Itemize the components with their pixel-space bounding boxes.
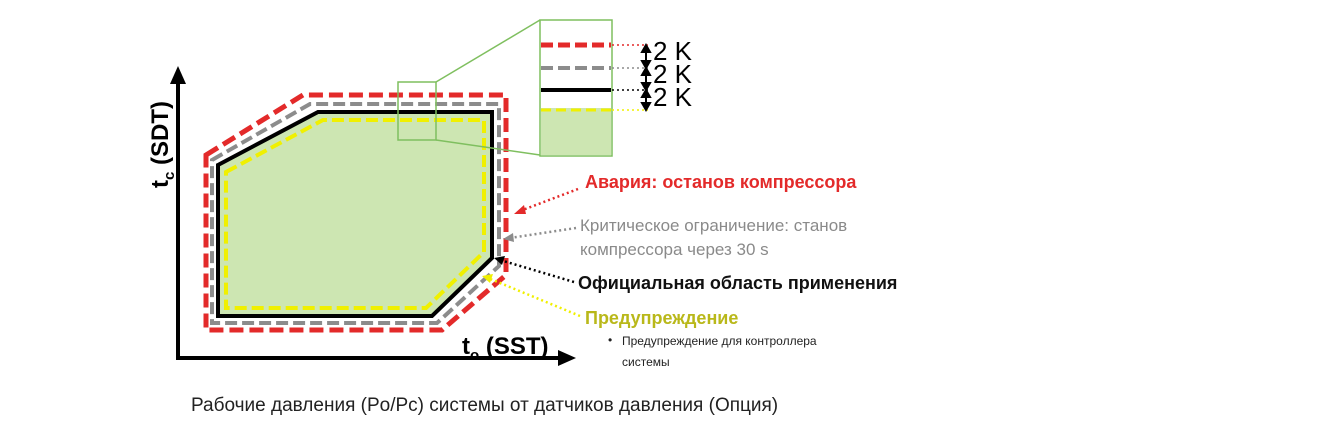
legend-arrows: [482, 187, 581, 318]
official-label: Официальная область применения: [578, 273, 898, 293]
zoom-connector-top: [435, 19, 541, 83]
zoom-connector-bottom: [435, 139, 541, 156]
alarm-label: Авария: останов компрессора: [585, 172, 857, 192]
official-envelope: [216, 110, 494, 318]
step-label-1: 2 K: [653, 36, 693, 66]
warning-note-line2: системы: [622, 355, 670, 369]
y-axis-label: tc (SDT): [147, 101, 178, 188]
y-axis-arrow: [170, 66, 186, 84]
zoom-source-box: [397, 81, 437, 141]
warning-label: Предупреждение: [585, 308, 739, 328]
svg-text:tc (SDT): tc (SDT): [147, 101, 178, 188]
warning-note-line1: Предупреждение для контроллера: [622, 334, 817, 348]
axes: [170, 66, 576, 366]
warning-note-bullet: •: [608, 333, 613, 347]
critical-label-line2: компрессора через 30 s: [580, 240, 769, 259]
x-axis-arrow: [558, 350, 576, 366]
step-arrows: [640, 42, 652, 113]
zoom-detail: [539, 19, 652, 157]
critical-envelope: [210, 102, 501, 325]
warning-envelope: [224, 118, 486, 310]
figure-caption: Рабочие давления (Po/Pc) системы от датч…: [191, 395, 779, 416]
step-label-2: 2 K: [653, 59, 693, 89]
operating-area-fill: [218, 112, 492, 316]
step-label-3: 2 K: [653, 82, 693, 112]
critical-label-line1: Критическое ограничение: станов: [580, 216, 848, 235]
x-axis-label: to (SST): [462, 333, 549, 364]
